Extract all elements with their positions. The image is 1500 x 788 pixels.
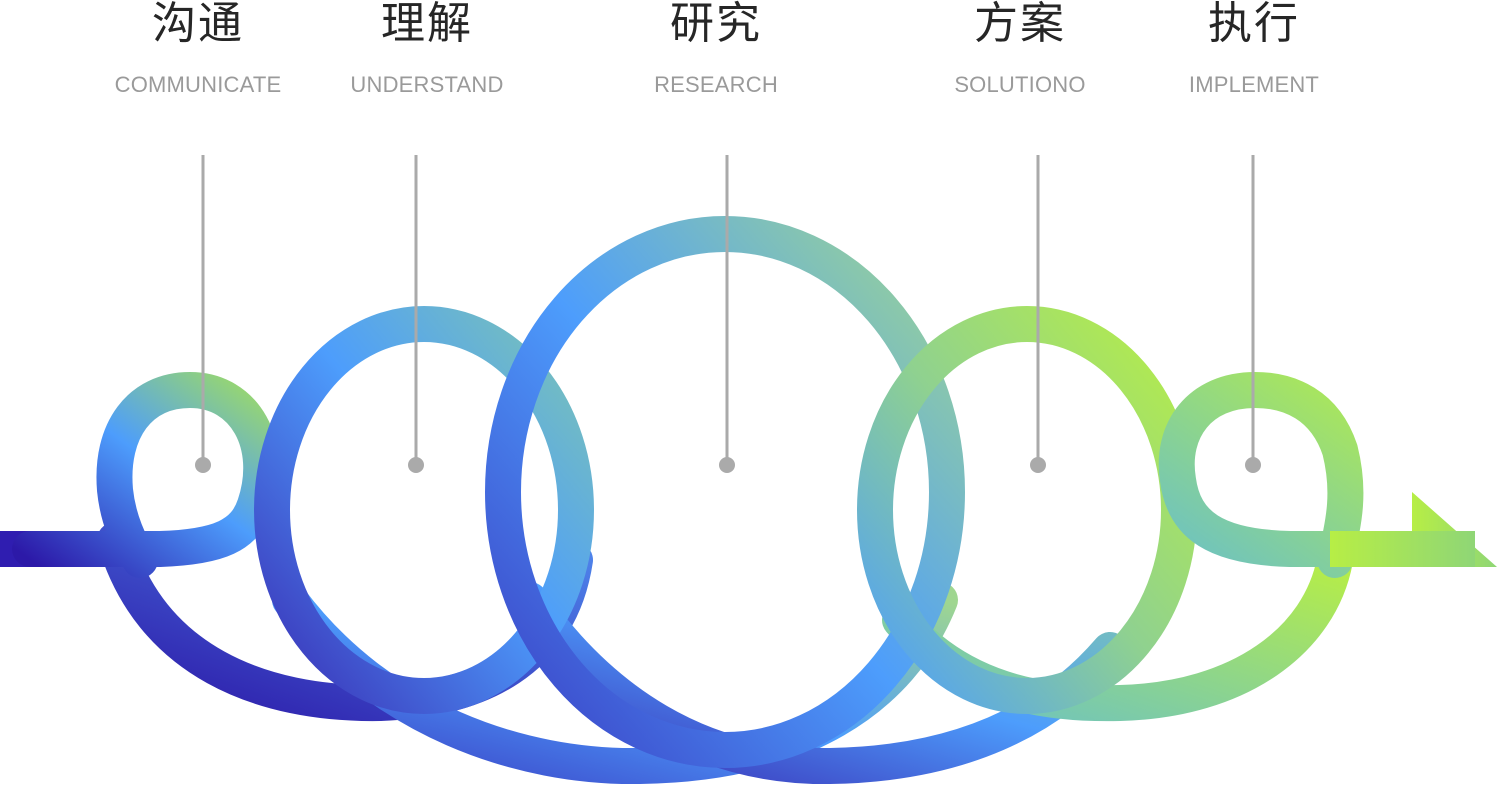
flow-loop-research [485,216,965,768]
flow-end-bar [1330,531,1475,567]
step-marker-5 [1245,155,1261,473]
step-title: 沟通 [152,0,244,49]
step-title: 方案 [974,0,1066,49]
step-marker-4 [1030,155,1046,473]
step-title: 执行 [1208,0,1300,49]
step-subtitle: UNDERSTAND [350,72,504,97]
marker-dot [195,457,211,473]
step-marker-3 [719,155,735,473]
step-marker-1 [195,155,211,473]
marker-dot [408,457,424,473]
flow-loop-implement [1158,371,1438,578]
step-subtitle: SOLUTIONO [954,72,1086,97]
step-subtitle: IMPLEMENT [1188,72,1320,97]
flow-loop-communicate [12,371,280,578]
step-title: 理解 [381,0,473,49]
marker-dot [1245,457,1261,473]
step-communicate: 沟通 COMMUNICATE [68,0,328,98]
step-title: 研究 [670,0,762,49]
step-understand: 理解 UNDERSTAND [297,0,557,98]
step-subtitle: COMMUNICATE [114,72,282,97]
step-subtitle: RESEARCH [654,72,778,97]
marker-dot [719,457,735,473]
step-marker-2 [408,155,424,473]
flow-loop-understand [254,306,594,714]
marker-dot [1030,457,1046,473]
step-solution: 方案 SOLUTIONO [890,0,1150,98]
step-research: 研究 RESEARCH [586,0,846,98]
flow-loop-solution [857,306,1197,714]
step-implement: 执行 IMPLEMENT [1124,0,1384,98]
